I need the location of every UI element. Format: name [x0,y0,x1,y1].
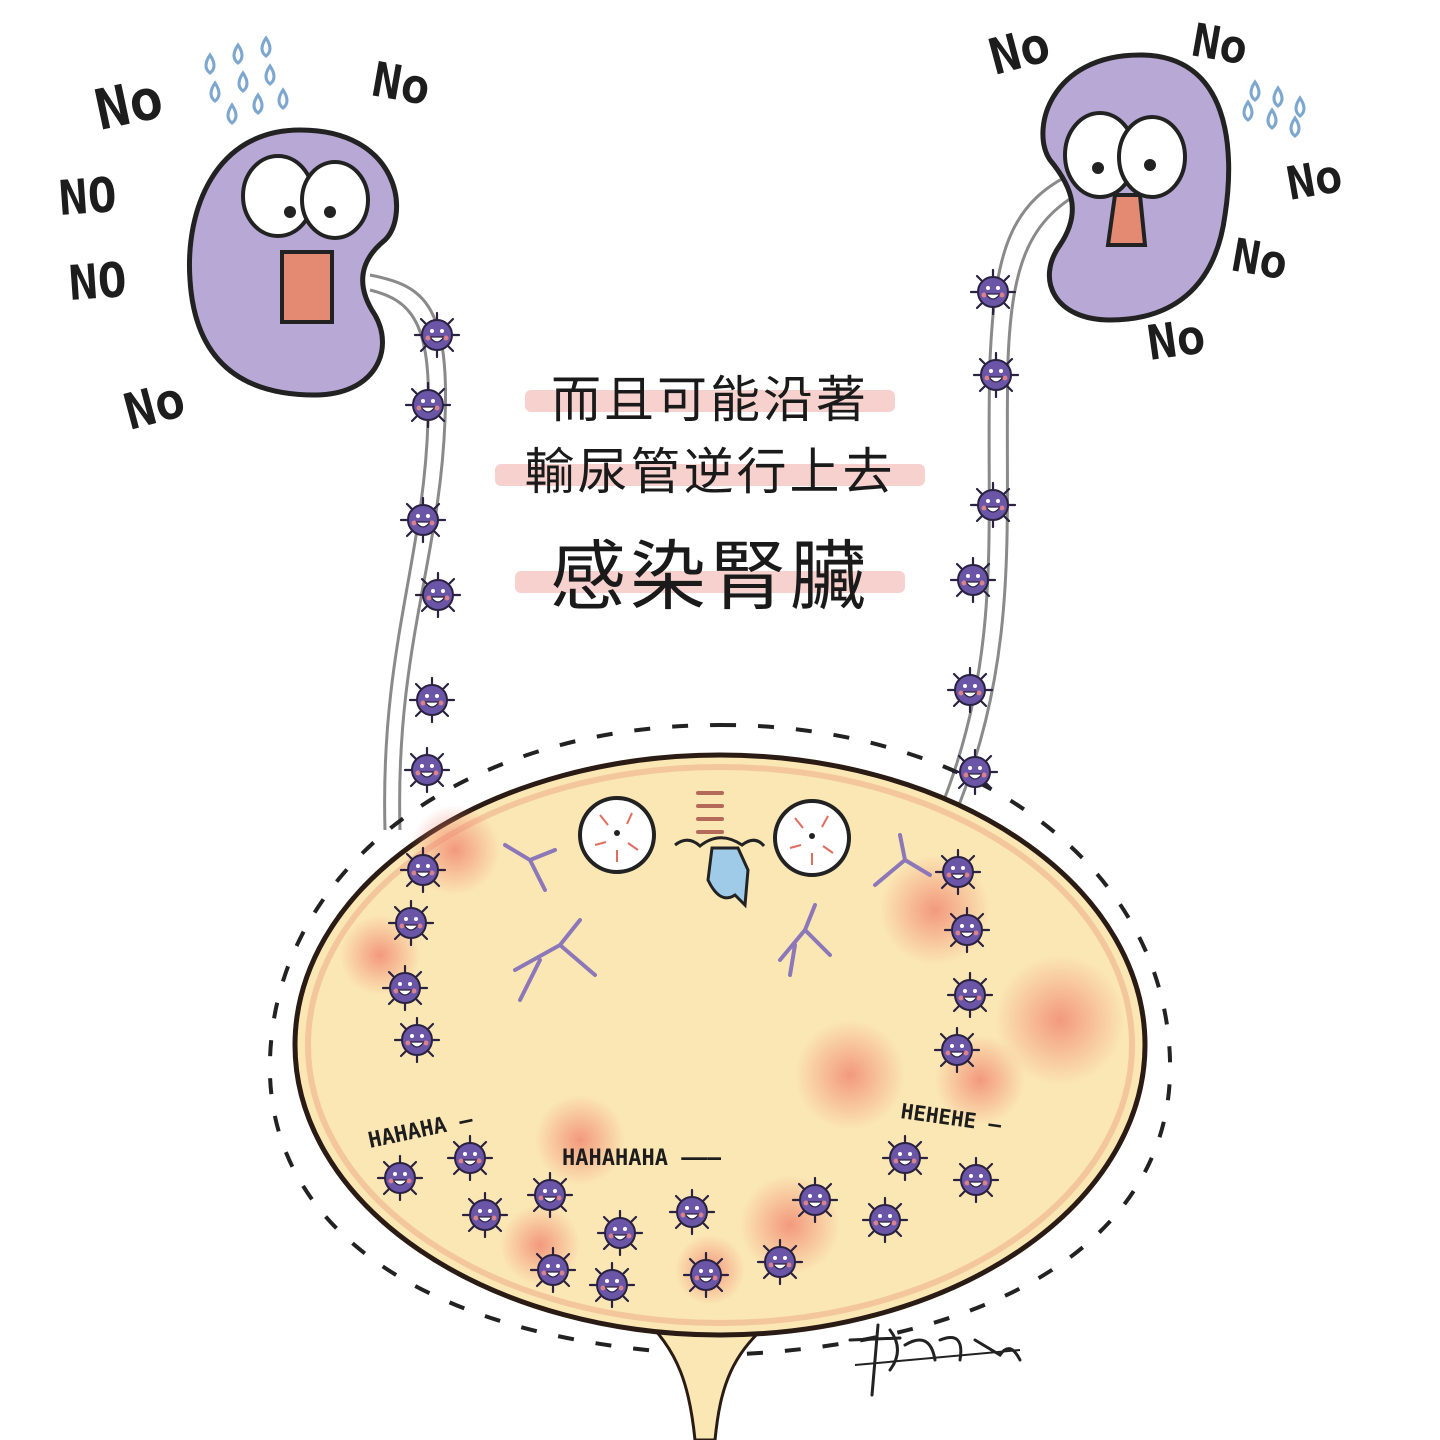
bladder-face [578,791,851,909]
shout-text: No [1283,148,1347,211]
caption-line-1: 而且可能沿著 [470,360,950,432]
artist-signature [848,1323,1022,1397]
shout-text: No [983,15,1056,87]
shout-text: No [368,52,435,117]
right-kidney [1040,52,1306,323]
urethra [636,1313,785,1440]
shout-text: NO [67,252,129,312]
laugh-text: HAHAHAHA ——— [562,1146,722,1171]
sweat-drops-icon [204,36,289,125]
shout-text: NO [57,167,119,227]
left-kidney [186,36,399,398]
shout-text: No [1228,228,1292,291]
caption-line-2: 輸尿管逆行上去 [470,432,950,504]
shout-text: No [118,370,191,442]
sweat-drops-icon [1242,80,1306,138]
right-kidney-shouts: No No No No No [983,13,1346,372]
shout-text: No [89,66,168,144]
caption-title: 感染腎臟 [470,515,950,625]
left-ureter [369,273,448,831]
shout-text: No [1188,13,1252,76]
bladder-veins [503,833,932,1002]
left-kidney-shouts: No No NO NO No [57,52,435,442]
shout-text: No [1144,308,1209,371]
